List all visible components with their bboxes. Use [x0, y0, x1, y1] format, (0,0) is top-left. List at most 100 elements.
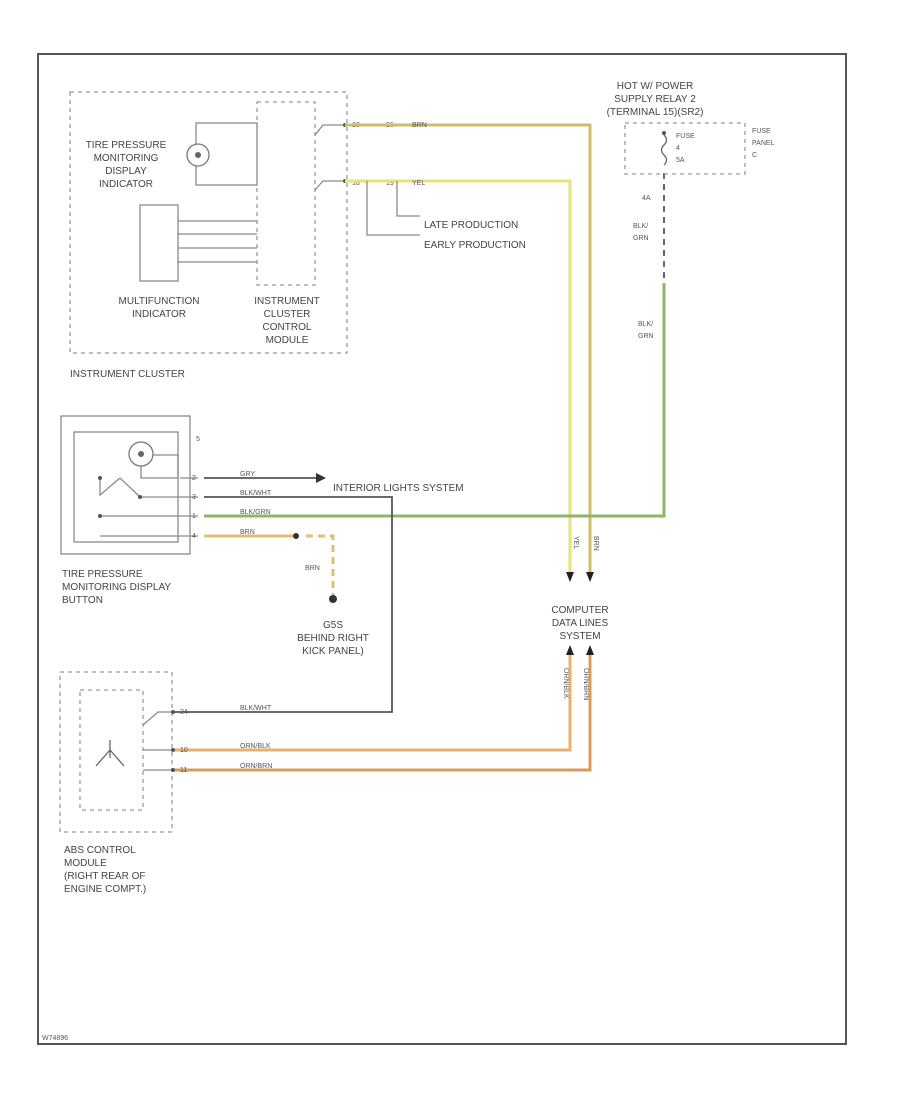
- svg-text:BRN: BRN: [240, 529, 255, 536]
- svg-text:INDICATOR: INDICATOR: [99, 179, 153, 190]
- svg-text:CONTROL: CONTROL: [263, 322, 312, 333]
- vertical-yel-label: YEL: [572, 536, 579, 549]
- tpms-indicator-label: TIRE PRESSURE MONITORING DISPLAY INDICAT…: [86, 140, 167, 190]
- wire-yel: [345, 179, 572, 578]
- tpms-button-label: TIRE PRESSURE MONITORING DISPLAY BUTTON: [62, 569, 171, 606]
- svg-text:1: 1: [192, 513, 196, 520]
- abs-control-module: 24 10 11 BLK/WHT ORN/BLK ORN/BRN ABS CON…: [59, 671, 272, 895]
- tpms-button-box: [60, 415, 191, 555]
- svg-text:FUSE: FUSE: [752, 128, 771, 135]
- instrument-cluster-title: INSTRUMENT CLUSTER: [70, 369, 185, 380]
- svg-text:GRN: GRN: [638, 333, 654, 340]
- early-production-label: EARLY PRODUCTION: [424, 240, 526, 251]
- arrow-icon: [316, 473, 326, 483]
- power-relay-title: HOT W/ POWER SUPPLY RELAY 2 (TERMINAL 15…: [607, 81, 704, 118]
- computer-data-lines: COMPUTER DATA LINES SYSTEM ORN/BLK ORN/B…: [551, 572, 609, 700]
- svg-text:ORN/BRN: ORN/BRN: [582, 668, 589, 700]
- svg-text:MODULE: MODULE: [64, 858, 107, 869]
- abs-connector-pins: 24 10 11: [180, 709, 188, 774]
- svg-text:COMPUTER: COMPUTER: [551, 605, 608, 616]
- svg-text:FUSE: FUSE: [676, 133, 695, 140]
- fuse-panel-boundary: [624, 122, 746, 175]
- data-lines-label: COMPUTER DATA LINES SYSTEM: [551, 605, 608, 642]
- svg-text:3: 3: [192, 494, 196, 501]
- svg-text:5: 5: [196, 436, 200, 443]
- svg-text:BLK/WHT: BLK/WHT: [240, 705, 272, 712]
- wire-orn-blk: [173, 655, 572, 752]
- relay-pin-label: 4A: [642, 195, 651, 202]
- svg-text:MODULE: MODULE: [266, 335, 309, 346]
- svg-text:TIRE PRESSURE: TIRE PRESSURE: [62, 569, 143, 580]
- power-relay: HOT W/ POWER SUPPLY RELAY 2 (TERMINAL 15…: [607, 81, 775, 340]
- svg-text:BLK/WHT: BLK/WHT: [240, 490, 272, 497]
- footer-code: W74896: [42, 1035, 68, 1042]
- svg-text:KICK PANEL): KICK PANEL): [302, 646, 364, 657]
- svg-text:BLK/: BLK/: [633, 223, 648, 230]
- svg-text:DISPLAY: DISPLAY: [105, 166, 147, 177]
- svg-text:SUPPLY RELAY 2: SUPPLY RELAY 2: [614, 94, 696, 105]
- cluster-control-module-boundary: [256, 101, 316, 286]
- diagram-frame: [37, 53, 847, 1045]
- svg-text:BRN: BRN: [305, 565, 320, 572]
- wire-brn: [345, 123, 592, 578]
- wire-blk-wht: [173, 496, 393, 713]
- fuse-icon: [660, 134, 668, 166]
- svg-text:PANEL: PANEL: [752, 140, 775, 147]
- svg-text:BEHIND RIGHT: BEHIND RIGHT: [297, 633, 369, 644]
- instrument-cluster-boundary: [69, 91, 348, 354]
- abs-module-boundary: [59, 671, 173, 833]
- svg-text:(RIGHT REAR OF: (RIGHT REAR OF: [64, 871, 145, 882]
- svg-text:HOT W/ POWER: HOT W/ POWER: [617, 81, 693, 92]
- wire-label-brn: BRN: [412, 122, 427, 129]
- svg-text:11: 11: [180, 767, 187, 774]
- svg-text:MONITORING DISPLAY: MONITORING DISPLAY: [62, 582, 171, 593]
- svg-text:ORN/BLK: ORN/BLK: [562, 668, 569, 699]
- svg-text:5A: 5A: [676, 157, 685, 164]
- svg-text:18: 18: [352, 180, 360, 187]
- svg-text:ABS CONTROL: ABS CONTROL: [64, 845, 136, 856]
- svg-text:TIRE PRESSURE: TIRE PRESSURE: [86, 140, 167, 151]
- svg-text:10: 10: [180, 747, 188, 754]
- ground-label: G5S BEHIND RIGHT KICK PANEL): [297, 620, 369, 657]
- svg-text:BLK/: BLK/: [638, 321, 653, 328]
- svg-text:GRN: GRN: [633, 235, 649, 242]
- svg-text:C: C: [752, 152, 757, 159]
- svg-text:INDICATOR: INDICATOR: [132, 309, 186, 320]
- wire-label-yel: YEL: [412, 180, 425, 187]
- button-connector-pins: 2 3 1 4: [192, 475, 196, 540]
- wire-blk-grn: [204, 283, 666, 518]
- multifunction-indicator-label: MULTIFUNCTION INDICATOR: [119, 296, 200, 320]
- cluster-connector-pins: 18 26 18 19: [352, 122, 394, 187]
- wire-orn-brn: [173, 655, 592, 772]
- svg-text:G5S: G5S: [323, 620, 343, 631]
- tpms-button: 5 2 3 1 4 TIRE PRESSURE MONITORING DISPL…: [60, 415, 200, 606]
- svg-text:2: 2: [192, 475, 196, 482]
- abs-module-label: ABS CONTROL MODULE (RIGHT REAR OF ENGINE…: [64, 845, 146, 895]
- svg-text:BUTTON: BUTTON: [62, 595, 103, 606]
- svg-text:ENGINE COMPT.): ENGINE COMPT.): [64, 884, 146, 895]
- ground-icon: [329, 595, 337, 603]
- svg-text:INSTRUMENT: INSTRUMENT: [254, 296, 320, 307]
- svg-text:CLUSTER: CLUSTER: [264, 309, 311, 320]
- cluster-control-module-label: INSTRUMENT CLUSTER CONTROL MODULE: [254, 296, 320, 346]
- svg-text:MULTIFUNCTION: MULTIFUNCTION: [119, 296, 200, 307]
- svg-text:19: 19: [386, 180, 394, 187]
- svg-text:ORN/BRN: ORN/BRN: [240, 763, 272, 770]
- vertical-brn-label: BRN: [592, 536, 599, 551]
- instrument-cluster: TIRE PRESSURE MONITORING DISPLAY INDICAT…: [69, 91, 348, 380]
- svg-text:24: 24: [180, 709, 188, 716]
- svg-text:(TERMINAL 15)(SR2): (TERMINAL 15)(SR2): [607, 107, 704, 118]
- svg-text:ORN/BLK: ORN/BLK: [240, 743, 271, 750]
- svg-text:BLK/GRN: BLK/GRN: [240, 509, 271, 516]
- interior-lights-label: INTERIOR LIGHTS SYSTEM: [333, 483, 464, 494]
- svg-text:DATA LINES: DATA LINES: [552, 618, 609, 629]
- abs-sensor-icon: [95, 740, 125, 767]
- svg-text:MONITORING: MONITORING: [94, 153, 159, 164]
- multifunction-indicator-box: [139, 204, 179, 282]
- svg-text:4: 4: [676, 145, 680, 152]
- svg-text:SYSTEM: SYSTEM: [559, 631, 600, 642]
- late-production-label: LATE PRODUCTION: [424, 220, 518, 231]
- svg-text:GRY: GRY: [240, 471, 255, 478]
- wire-ground-brn: [306, 534, 335, 595]
